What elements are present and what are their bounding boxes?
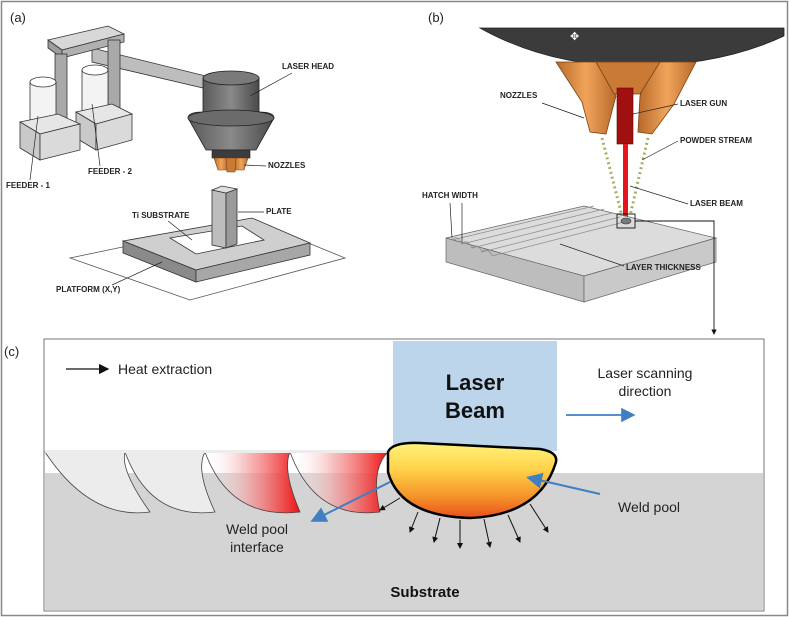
leader-laser-head <box>249 72 293 97</box>
label-feeder-1: FEEDER - 1 <box>6 181 51 190</box>
platform-block-side <box>195 242 311 283</box>
laser-head <box>187 70 275 159</box>
leader-platform <box>111 261 163 286</box>
leader-nozzles-a <box>243 164 267 167</box>
nozzle-center-cone <box>595 61 661 95</box>
weld-pool-arrow <box>526 472 601 495</box>
label-plate: PLATE <box>266 207 292 216</box>
laser-gun <box>616 87 634 145</box>
plate-column-front <box>211 189 227 249</box>
label-platform: PLATFORM (X,Y) <box>56 285 121 294</box>
label-nozzles-b: NOZZLES <box>500 91 538 100</box>
label-laser-head: LASER HEAD <box>282 62 334 71</box>
heat-flux-arrows <box>379 497 549 549</box>
plate-column-top <box>210 185 239 194</box>
solidified-tracks <box>44 450 390 514</box>
label-nozzles-a: NOZZLES <box>268 161 306 170</box>
leader-laser-gun <box>632 103 679 115</box>
label-powder-stream: POWDER STREAM <box>680 136 752 145</box>
leader-layer-thickness <box>559 243 625 267</box>
leader-laser-beam-b <box>629 185 689 205</box>
block-side <box>583 237 717 303</box>
plate-column-side <box>225 188 238 249</box>
leader-ti-substrate <box>167 220 193 241</box>
melt-spot <box>620 217 632 225</box>
powder-stream-right <box>628 137 650 217</box>
leader-feeder-2 <box>91 103 101 167</box>
zoom-connector <box>635 220 717 335</box>
nozzle-right <box>637 61 697 135</box>
laser-beam-box <box>393 341 557 451</box>
laser-beam-ray <box>623 144 628 218</box>
cursor-icon: ✥ <box>570 31 579 43</box>
leader-feeder-1 <box>29 115 39 181</box>
leader-powder-stream <box>641 140 679 161</box>
heat-extraction-label: Heat extraction <box>118 361 212 377</box>
label-laser-beam-b: LASER BEAM <box>690 199 743 208</box>
laser-beam-label-line1: Laser <box>446 370 505 395</box>
substrate-label: Substrate <box>390 584 459 601</box>
leader-nozzles-b <box>541 102 585 119</box>
scan-direction-line2: direction <box>619 383 672 399</box>
weld-pool-label: Weld pool <box>618 499 680 515</box>
interface-arrow <box>310 481 391 522</box>
panel-b: (b) ✥ NOZZLES LASER GUN <box>422 10 785 335</box>
panel-c-tag: (c) <box>4 344 19 359</box>
panel-a: (a) <box>6 10 347 301</box>
label-ti-substrate: Ti SUBSTRATE <box>132 211 190 220</box>
scan-direction-line1: Laser scanning <box>598 365 693 381</box>
label-layer-thickness: LAYER THICKNESS <box>626 263 701 272</box>
feeder-1 <box>18 76 82 161</box>
interface-label-line1: Weld pool <box>226 521 288 537</box>
interface-label-line2: interface <box>230 539 284 555</box>
leader-hatch-width-1 <box>449 202 453 239</box>
label-laser-gun: LASER GUN <box>680 99 727 108</box>
panel-b-tag: (b) <box>428 10 444 25</box>
deposited-tracks <box>451 205 629 257</box>
panel-c: (c) Laser Beam Heat extract <box>4 338 765 612</box>
powder-stream-left <box>600 137 624 217</box>
laser-beam-label-line2: Beam <box>445 398 505 423</box>
label-feeder-2: FEEDER - 2 <box>88 167 133 176</box>
label-hatch-width: HATCH WIDTH <box>422 191 478 200</box>
panel-a-tag: (a) <box>10 10 26 25</box>
weld-pool <box>386 441 558 520</box>
laser-head-nozzles <box>213 157 249 173</box>
feeder-2 <box>74 64 134 151</box>
